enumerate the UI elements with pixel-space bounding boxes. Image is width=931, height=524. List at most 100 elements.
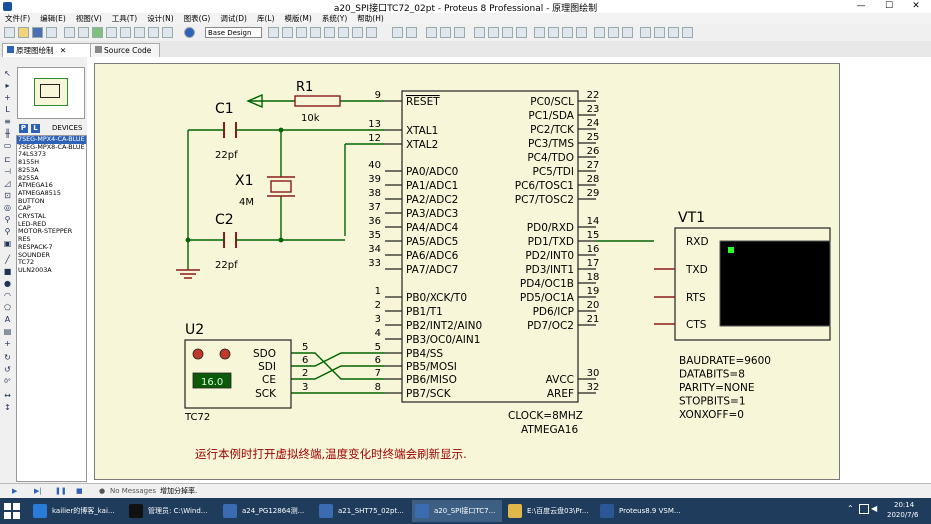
new-sheet-icon[interactable]: [640, 27, 651, 38]
device-list-item[interactable]: RESPACK-7: [18, 243, 53, 251]
clock-date[interactable]: 2020/7/6: [887, 511, 919, 519]
device-list-item[interactable]: SOUNDER: [18, 251, 50, 259]
remove-sheet-icon[interactable]: [654, 27, 665, 38]
block-copy-icon[interactable]: [474, 27, 485, 38]
text-script-mode-icon[interactable]: ≡: [4, 117, 11, 126]
menu-view[interactable]: 视图(V): [75, 14, 102, 23]
generator-mode-icon[interactable]: ◎: [4, 203, 11, 212]
open-file-icon[interactable]: [18, 27, 29, 38]
decompose-icon[interactable]: [576, 27, 587, 38]
app-icon[interactable]: [3, 2, 12, 11]
pick-devices-button[interactable]: P: [19, 124, 28, 133]
device-list-item[interactable]: RES: [18, 236, 31, 244]
refresh-icon[interactable]: [268, 27, 279, 38]
minimize-button[interactable]: —: [856, 1, 866, 11]
stop-button-icon[interactable]: ■: [76, 487, 83, 495]
taskbar-item[interactable]: Proteus8.9 VSM...: [597, 500, 687, 522]
menu-design[interactable]: 设计(N): [147, 14, 174, 23]
taskbar-item[interactable]: kailier的博客_kai...: [30, 500, 122, 522]
taskbar-item[interactable]: a21_SHT75_02pt...: [316, 500, 408, 522]
start-button[interactable]: [4, 503, 20, 519]
design-select[interactable]: Base Design: [205, 27, 262, 38]
device-list-item[interactable]: CAP: [18, 205, 31, 213]
cut-icon[interactable]: [426, 27, 437, 38]
2d-arc-icon[interactable]: ◠: [4, 291, 11, 300]
bom-icon[interactable]: [134, 27, 145, 38]
library-manager-button[interactable]: L: [31, 124, 40, 133]
device-list-item[interactable]: BUTTON: [18, 197, 45, 205]
step-button-icon[interactable]: ▶|: [34, 487, 42, 495]
paste-icon[interactable]: [454, 27, 465, 38]
schematic-icon[interactable]: [78, 27, 89, 38]
property-tool-icon[interactable]: [622, 27, 633, 38]
component-mode-icon[interactable]: ▸: [5, 81, 10, 90]
tray-chevron-icon[interactable]: ⌃: [847, 504, 854, 513]
help-icon[interactable]: [184, 27, 195, 38]
origin-icon[interactable]: [296, 27, 307, 38]
zoom-all-icon[interactable]: [352, 27, 363, 38]
menu-edit[interactable]: 编辑(E): [40, 14, 66, 23]
device-list-item[interactable]: ATMEGA8515: [18, 189, 61, 197]
bus-mode-icon[interactable]: ╫: [5, 129, 10, 138]
tape-recorder-icon[interactable]: ⊡: [4, 191, 11, 200]
2d-box-icon[interactable]: ■: [3, 267, 12, 276]
tab-schematic[interactable]: 原理图绘制 ✕: [2, 43, 98, 57]
device-list-item[interactable]: TC72: [18, 259, 35, 267]
pick-device-icon[interactable]: [534, 27, 545, 38]
menu-tools[interactable]: 工具(T): [111, 14, 138, 23]
zoom-in-icon[interactable]: [324, 27, 335, 38]
zoom-area-icon[interactable]: [366, 27, 377, 38]
home-icon[interactable]: [64, 27, 75, 38]
menu-help[interactable]: 帮助(H): [357, 14, 384, 23]
make-device-icon[interactable]: [548, 27, 559, 38]
menu-template[interactable]: 模版(M): [284, 14, 312, 23]
junction-mode-icon[interactable]: +: [4, 93, 11, 102]
pan-icon[interactable]: [310, 27, 321, 38]
gerber-icon[interactable]: [120, 27, 131, 38]
graph-mode-icon[interactable]: ◿: [4, 179, 11, 188]
device-list-item[interactable]: 74LS373: [18, 151, 46, 159]
netlist-icon[interactable]: [682, 27, 693, 38]
copy-icon[interactable]: [440, 27, 451, 38]
selection-mode-icon[interactable]: ↖: [4, 69, 11, 78]
rotate-ccw-icon[interactable]: ↺: [4, 365, 11, 374]
voltage-probe-icon[interactable]: ⚲: [4, 215, 11, 224]
packaging-icon[interactable]: [562, 27, 573, 38]
maximize-button[interactable]: ☐: [884, 1, 894, 11]
message-status-icon[interactable]: ●: [99, 487, 106, 495]
bill-of-materials-icon[interactable]: [668, 27, 679, 38]
device-list-item[interactable]: 8155H: [18, 159, 40, 167]
network-icon[interactable]: [859, 504, 869, 514]
play-button-icon[interactable]: ▶: [12, 487, 18, 495]
message-status[interactable]: No Messages: [110, 487, 157, 495]
block-move-icon[interactable]: [488, 27, 499, 38]
redo-icon[interactable]: [406, 27, 417, 38]
design-explorer-icon[interactable]: [162, 27, 173, 38]
mirror-y-icon[interactable]: ↕: [4, 403, 11, 412]
terminals-mode-icon[interactable]: ⊏: [4, 155, 11, 164]
taskbar-item[interactable]: a20_SPI接口TC7...: [412, 500, 502, 522]
device-list-item[interactable]: 8255A: [18, 174, 39, 182]
pcb-icon[interactable]: [92, 27, 103, 38]
pause-button-icon[interactable]: ❚❚: [55, 487, 67, 495]
rotate-cw-icon[interactable]: ↻: [4, 353, 11, 362]
close-button[interactable]: ✕: [912, 1, 920, 11]
clock-time[interactable]: 20:14: [894, 501, 915, 509]
menu-library[interactable]: 库(L): [256, 14, 275, 23]
close-tab-icon[interactable]: ✕: [59, 46, 67, 55]
device-list-item[interactable]: 8253A: [18, 166, 39, 174]
close-project-icon[interactable]: [46, 27, 57, 38]
mirror-x-icon[interactable]: ↔: [4, 391, 11, 400]
menu-graph[interactable]: 图表(G): [183, 14, 211, 23]
device-list-item[interactable]: ULN2003A: [18, 266, 52, 274]
undo-icon[interactable]: [392, 27, 403, 38]
current-probe-icon[interactable]: ⚲: [4, 227, 11, 236]
menu-system[interactable]: 系统(Y): [321, 14, 348, 23]
volume-icon[interactable]: ◀: [871, 504, 878, 513]
rotation-angle[interactable]: 0°: [4, 378, 11, 385]
zoom-out-icon[interactable]: [338, 27, 349, 38]
device-list-item[interactable]: CRYSTAL: [18, 213, 46, 221]
